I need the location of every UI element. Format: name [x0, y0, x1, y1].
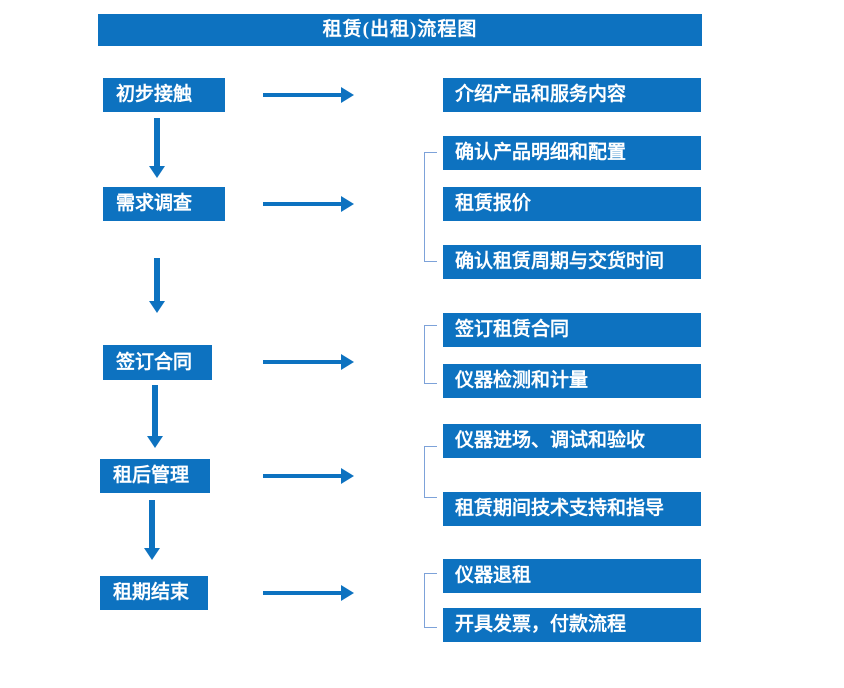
output-instrument-arrival-debug-acceptance: 仪器进场、调试和验收	[443, 424, 701, 458]
arrow-right-icon	[263, 87, 354, 103]
output-rental-quotation: 租赁报价	[443, 187, 701, 221]
step-post-rental-management: 租后管理	[100, 459, 210, 493]
group-bracket	[424, 573, 437, 628]
arrow-down-icon	[149, 118, 165, 178]
output-sign-rental-contract: 签订租赁合同	[443, 313, 701, 347]
output-rental-period-tech-support: 租赁期间技术支持和指导	[443, 492, 701, 526]
output-instrument-return: 仪器退租	[443, 559, 701, 593]
output-introduce-products-services: 介绍产品和服务内容	[443, 78, 701, 112]
arrow-right-icon	[263, 585, 354, 601]
arrow-right-icon	[263, 354, 354, 370]
arrow-down-icon	[144, 500, 160, 560]
group-bracket	[424, 325, 437, 384]
output-instrument-inspection-metering: 仪器检测和计量	[443, 364, 701, 398]
arrow-down-icon	[149, 258, 165, 313]
step-sign-contract: 签订合同	[103, 345, 212, 380]
step-lease-end: 租期结束	[100, 576, 208, 610]
output-invoice-payment-process: 开具发票，付款流程	[443, 608, 701, 642]
flowchart-title: 租赁(出租)流程图	[98, 14, 702, 46]
group-bracket	[424, 446, 437, 498]
arrow-right-icon	[263, 196, 354, 212]
arrow-right-icon	[263, 468, 354, 484]
step-initial-contact: 初步接触	[103, 78, 225, 112]
arrow-down-icon	[147, 385, 163, 448]
group-bracket	[424, 152, 437, 262]
step-needs-survey: 需求调查	[103, 187, 225, 221]
output-confirm-product-details-config: 确认产品明细和配置	[443, 136, 701, 170]
output-confirm-rental-period-delivery: 确认租赁周期与交货时间	[443, 245, 701, 279]
